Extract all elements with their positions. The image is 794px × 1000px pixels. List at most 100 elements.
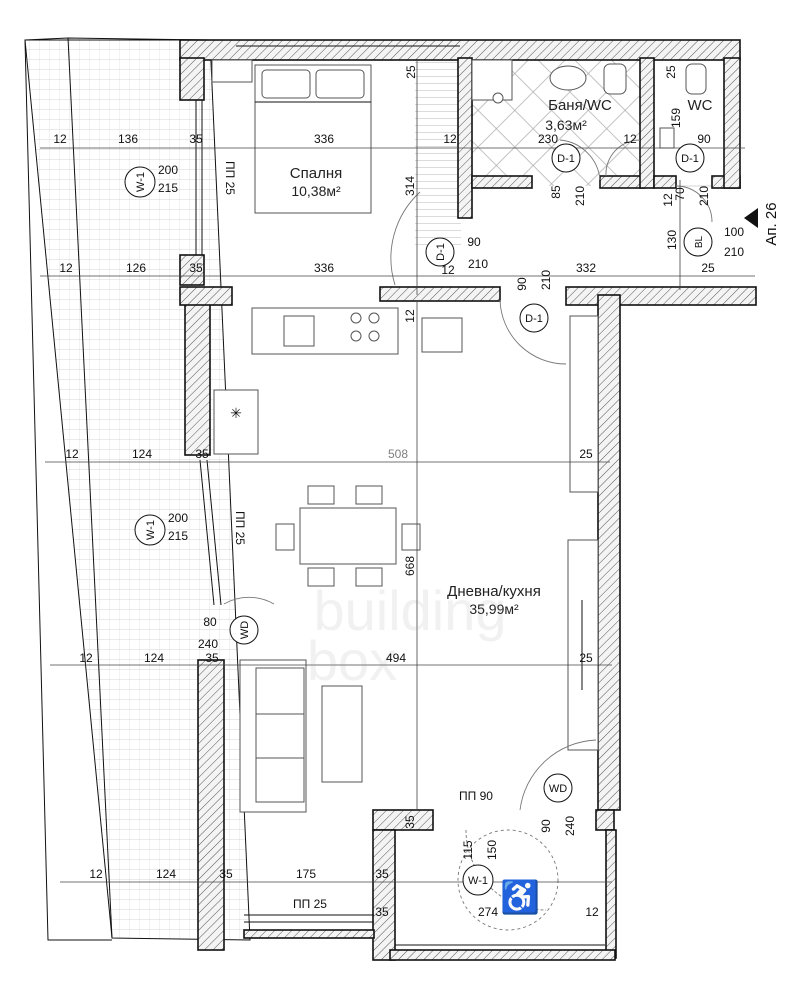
dim-b-150: 150 xyxy=(485,840,499,860)
tag-d1-bath-text: D-1 xyxy=(557,153,575,165)
dim-r1-35: 35 xyxy=(189,132,203,146)
dim-bath-210: 210 xyxy=(573,186,587,206)
tag-w1-b: W-1 xyxy=(134,514,166,546)
dim-r5-124: 124 xyxy=(156,867,176,881)
dim-b-115: 115 xyxy=(461,840,475,859)
dim-r2-336: 336 xyxy=(314,261,334,275)
living-area: 35,99м² xyxy=(469,601,519,617)
dim-r5-35: 35 xyxy=(219,867,233,881)
dim-r3-124: 124 xyxy=(132,447,152,461)
dim-r1-230: 230 xyxy=(538,132,558,146)
dim-k-12: 12 xyxy=(403,309,417,323)
dim-top-25a: 25 xyxy=(404,65,418,79)
dim-w1b-215: 215 xyxy=(168,529,188,543)
dining-table xyxy=(275,485,421,587)
label-pp25-b: ПП 25 xyxy=(233,511,247,545)
walls xyxy=(179,39,757,961)
dim-w1a-200: 200 xyxy=(158,163,178,177)
dim-r1-136: 136 xyxy=(118,132,138,146)
dim-b-240: 240 xyxy=(563,816,577,836)
dim-r1-12c: 12 xyxy=(623,132,637,146)
dim-r2-126: 126 xyxy=(126,261,146,275)
dim-bed-314: 314 xyxy=(403,176,417,196)
svg-text:✳: ✳ xyxy=(230,405,242,421)
apartment-label: Ап. 26 xyxy=(763,202,780,245)
dim-r3-12: 12 xyxy=(65,447,79,461)
sofa xyxy=(239,659,363,813)
dim-r5-274: 274 xyxy=(478,905,498,919)
dimension-lines xyxy=(40,60,755,883)
tag-wd-b-text: WD xyxy=(549,783,567,795)
tag-d1-entry: D-1 xyxy=(519,303,549,333)
bedroom-area: 10,38м² xyxy=(291,183,341,199)
tag-w1-a-text: W-1 xyxy=(135,172,147,192)
dim-b-90: 90 xyxy=(539,819,553,833)
watermark-line2: box xyxy=(307,629,397,692)
dim-r4-35: 35 xyxy=(205,651,219,665)
dim-r4-25: 25 xyxy=(579,651,593,665)
tag-w1-c: W-1 xyxy=(462,864,494,896)
dim-r2-12: 12 xyxy=(59,261,73,275)
dim-bl-100: 100 xyxy=(724,225,744,239)
dim-r2-35: 35 xyxy=(189,261,203,275)
tag-d1-bed: D-1 xyxy=(425,237,455,267)
dim-wc-12: 12 xyxy=(661,193,675,207)
dim-r1-336: 336 xyxy=(314,132,334,146)
dim-r1-12b: 12 xyxy=(443,132,457,146)
tag-d1-entry-text: D-1 xyxy=(525,313,543,325)
stair-shaft xyxy=(415,58,461,248)
tag-d1-wc: D-1 xyxy=(675,143,705,173)
dim-d1b-90: 90 xyxy=(467,235,481,249)
dim-r5-12b: 12 xyxy=(585,905,599,919)
living-name: Дневна/кухня xyxy=(447,583,541,600)
bath-area: 3,63м² xyxy=(545,117,587,133)
tag-wd-a: WD xyxy=(229,615,259,645)
dim-wc-159: 159 xyxy=(669,108,683,128)
bath-fixtures xyxy=(471,59,707,149)
wc-name: WC xyxy=(688,97,713,114)
watermark-line1: building xyxy=(313,579,506,642)
window-frames xyxy=(195,45,605,946)
dim-lv-668: 668 xyxy=(403,556,417,576)
tag-bl-text: BL xyxy=(694,235,705,248)
tag-d1-bath: D-1 xyxy=(551,143,581,173)
tag-w1-a: W-1 xyxy=(124,166,156,198)
dim-r3-35: 35 xyxy=(195,447,209,461)
dim-r2-25: 25 xyxy=(701,261,715,275)
dim-bl-130: 130 xyxy=(665,230,679,250)
dim-w1a-215: 215 xyxy=(158,181,178,195)
tag-wd-b: WD xyxy=(543,773,573,803)
dim-bath-85: 85 xyxy=(549,185,563,199)
dim-d1b-210: 210 xyxy=(468,257,488,271)
label-pp90: ПП 90 xyxy=(459,789,493,803)
dim-r4-124: 124 xyxy=(144,651,164,665)
dim-r1-90: 90 xyxy=(697,132,711,146)
apartment-marker: Ап. 26 xyxy=(744,202,780,246)
dim-r5-12: 12 xyxy=(89,867,103,881)
tag-w1-c-text: W-1 xyxy=(468,875,488,887)
dim-b-35: 35 xyxy=(403,815,417,829)
dim-top-25b: 25 xyxy=(664,65,678,79)
tag-wd-a-text: WD xyxy=(239,621,251,639)
dim-wd-80: 80 xyxy=(203,615,217,629)
dim-wc-210: 210 xyxy=(697,186,711,206)
dim-r2-210: 210 xyxy=(539,270,553,290)
dim-r2-332: 332 xyxy=(576,261,596,275)
tag-bl: BL xyxy=(683,227,713,257)
dim-w1b-200: 200 xyxy=(168,511,188,525)
dim-d1b-12: 12 xyxy=(441,263,455,277)
dimension-texts: 12 136 35 336 12 230 12 90 200 215 25 25… xyxy=(53,65,744,919)
tag-d1-wc-text: D-1 xyxy=(681,153,699,165)
dim-wc-70: 70 xyxy=(673,187,687,201)
dim-r4-494: 494 xyxy=(386,651,406,665)
dim-r5-35b: 35 xyxy=(375,867,389,881)
dim-r1-12: 12 xyxy=(53,132,67,146)
bedroom-furniture xyxy=(211,59,372,214)
dim-r5-175: 175 xyxy=(296,867,316,881)
dim-r5-35c: 35 xyxy=(375,905,389,919)
dim-wd-240: 240 xyxy=(198,637,218,651)
dim-bl-210: 210 xyxy=(724,245,744,259)
label-pp25-a: ПП 25 xyxy=(223,161,237,195)
dim-r2-90: 90 xyxy=(515,277,529,291)
